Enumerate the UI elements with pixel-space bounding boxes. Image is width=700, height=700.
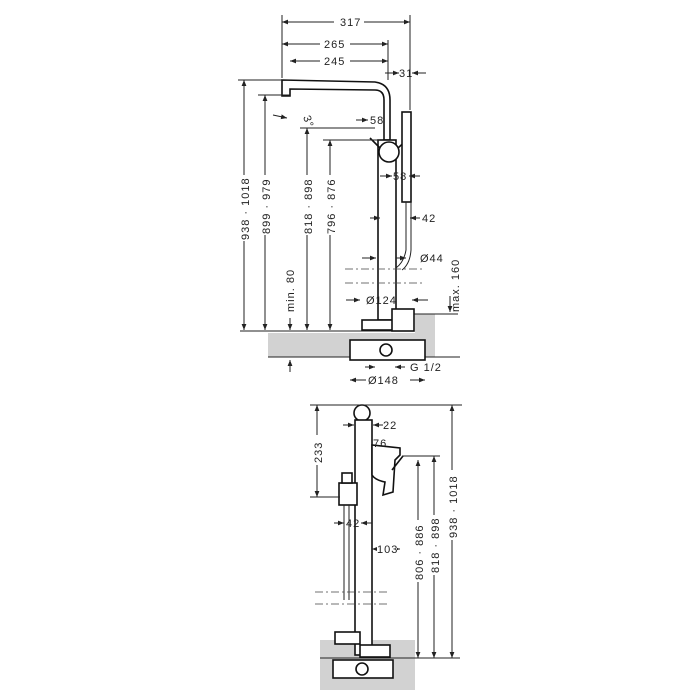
dim-height-818: 818 · 898 (303, 179, 315, 234)
dim-diameter-124: Ø124 (366, 295, 397, 307)
dim-height-796: 796 · 876 (326, 179, 338, 234)
dim-height-outlet: 899 · 979 (261, 179, 273, 234)
shower-hose-outer (401, 202, 412, 271)
dim-317: 317 (340, 17, 361, 29)
dim-height-total: 938 · 1018 (448, 475, 460, 538)
dim-58-a: 58 (370, 115, 384, 127)
faucet-column (377, 139, 397, 321)
dim-103: 103 (377, 544, 398, 556)
side-view: 233 22 76 42 103 806 · 886 818 · 898 938… (310, 404, 462, 690)
hand-shower (401, 111, 412, 203)
dim-max-160: max. 160 (450, 259, 462, 312)
dim-thread: G 1/2 (410, 362, 442, 374)
dim-42: 42 (422, 213, 436, 225)
dim-233: 233 (313, 442, 325, 463)
raised-floor (415, 314, 435, 334)
dim-diameter-44: Ø44 (420, 253, 444, 265)
dim-265: 265 (324, 39, 345, 51)
connection-port (379, 343, 393, 357)
dim-76: 76 (373, 438, 387, 450)
connection-port (355, 662, 369, 676)
front-view: 317 265 245 31 3° 58 58 42 Ø44 max. 160 … (238, 15, 462, 387)
dim-245: 245 (324, 56, 345, 68)
dim-arrow (272, 114, 288, 120)
valve-cap (341, 472, 353, 484)
dim-22: 22 (383, 420, 397, 432)
dim-58-b: 58 (393, 171, 407, 183)
base-riser (334, 631, 361, 645)
column-top (353, 404, 371, 422)
dim-height-806: 806 · 886 (414, 525, 426, 580)
dim-height-total: 938 · 1018 (240, 177, 252, 240)
dim-angle: 3° (300, 114, 316, 130)
mixer-handle (371, 444, 401, 497)
spout (281, 79, 391, 141)
faucet-column (354, 419, 373, 656)
dim-42: 42 (346, 518, 360, 530)
mixer-body (378, 141, 400, 163)
dim-height-818: 818 · 898 (430, 518, 442, 573)
valve-box (338, 482, 358, 506)
lever (391, 455, 404, 471)
dim-min-80: min. 80 (285, 269, 297, 312)
dim-31: 31 (399, 68, 413, 80)
base-plate (359, 644, 391, 658)
base-riser (391, 308, 415, 332)
dim-diameter-148: Ø148 (368, 375, 399, 387)
